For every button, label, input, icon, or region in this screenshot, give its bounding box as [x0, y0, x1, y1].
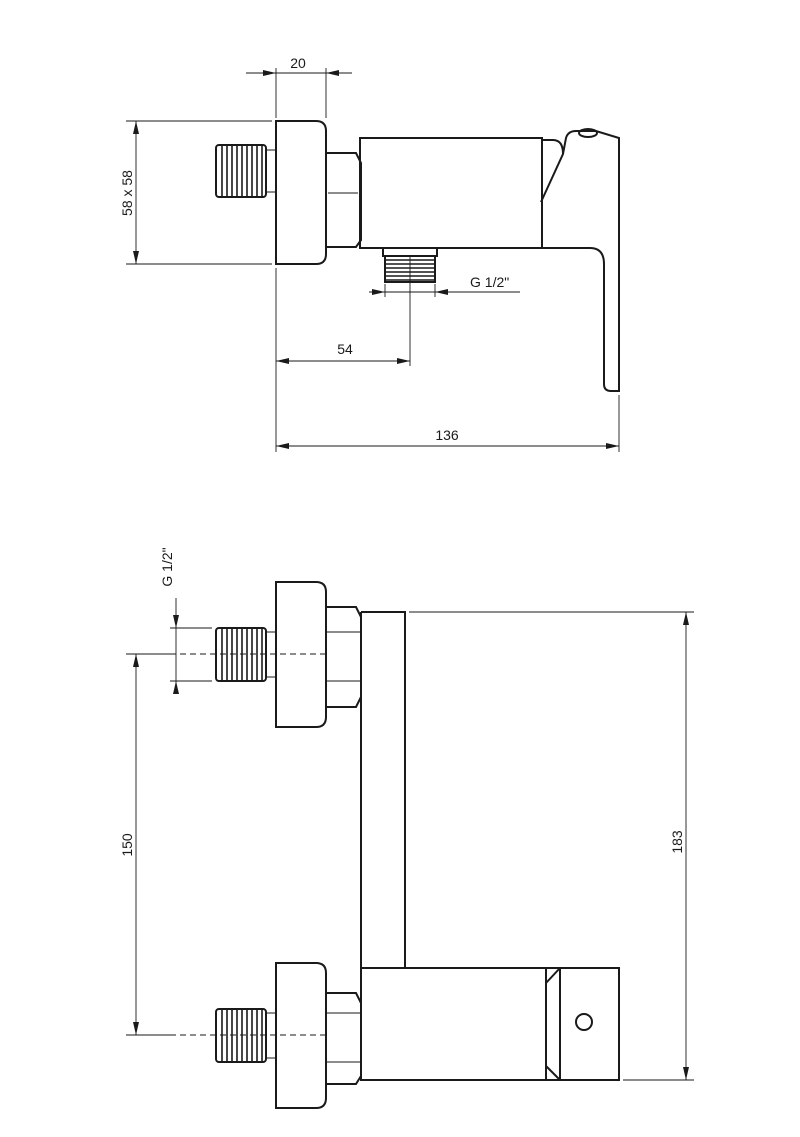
front-lower-hex-nut: [325, 992, 362, 1085]
front-view: G 1/2" 150 183: [119, 547, 694, 1109]
front-vertical-pipe: [360, 611, 406, 968]
front-upper-flange: [275, 581, 327, 728]
top-inlet-thread: [215, 144, 276, 198]
dim-136: 136: [276, 395, 620, 452]
dim-g-half-front-label: G 1/2": [159, 547, 175, 586]
dim-20: 20: [246, 55, 352, 118]
top-lever: [540, 130, 620, 392]
dim-g-half-top: G 1/2": [369, 274, 520, 297]
dim-g-half-front: G 1/2": [159, 547, 212, 694]
dim-183: 183: [409, 611, 694, 1081]
dim-20-label: 20: [290, 55, 306, 71]
top-flange: [275, 120, 327, 265]
top-hex-nut: [325, 152, 362, 248]
top-view: 20 58 x 58 G 1/2" 54: [119, 55, 620, 452]
dim-136-label: 136: [435, 427, 459, 443]
dim-58x58: 58 x 58: [119, 120, 272, 265]
front-upper-inlet-thread: [215, 627, 276, 682]
dim-54-label: 54: [337, 341, 353, 357]
top-body: [359, 137, 543, 249]
dim-150-label: 150: [119, 833, 135, 857]
dim-g-half-top-label: G 1/2": [470, 274, 509, 290]
front-lever: [545, 967, 620, 1081]
dim-183-label: 183: [669, 830, 685, 854]
front-lower-flange: [275, 962, 327, 1109]
front-lever-pivot: [575, 1013, 593, 1031]
dim-150: 150: [119, 653, 170, 1036]
front-upper-hex-nut: [325, 606, 362, 708]
front-lower-inlet-thread: [215, 1008, 276, 1063]
front-mixer-body: [360, 967, 547, 1081]
dim-54: 54: [275, 256, 411, 452]
dim-58x58-label: 58 x 58: [119, 170, 135, 216]
